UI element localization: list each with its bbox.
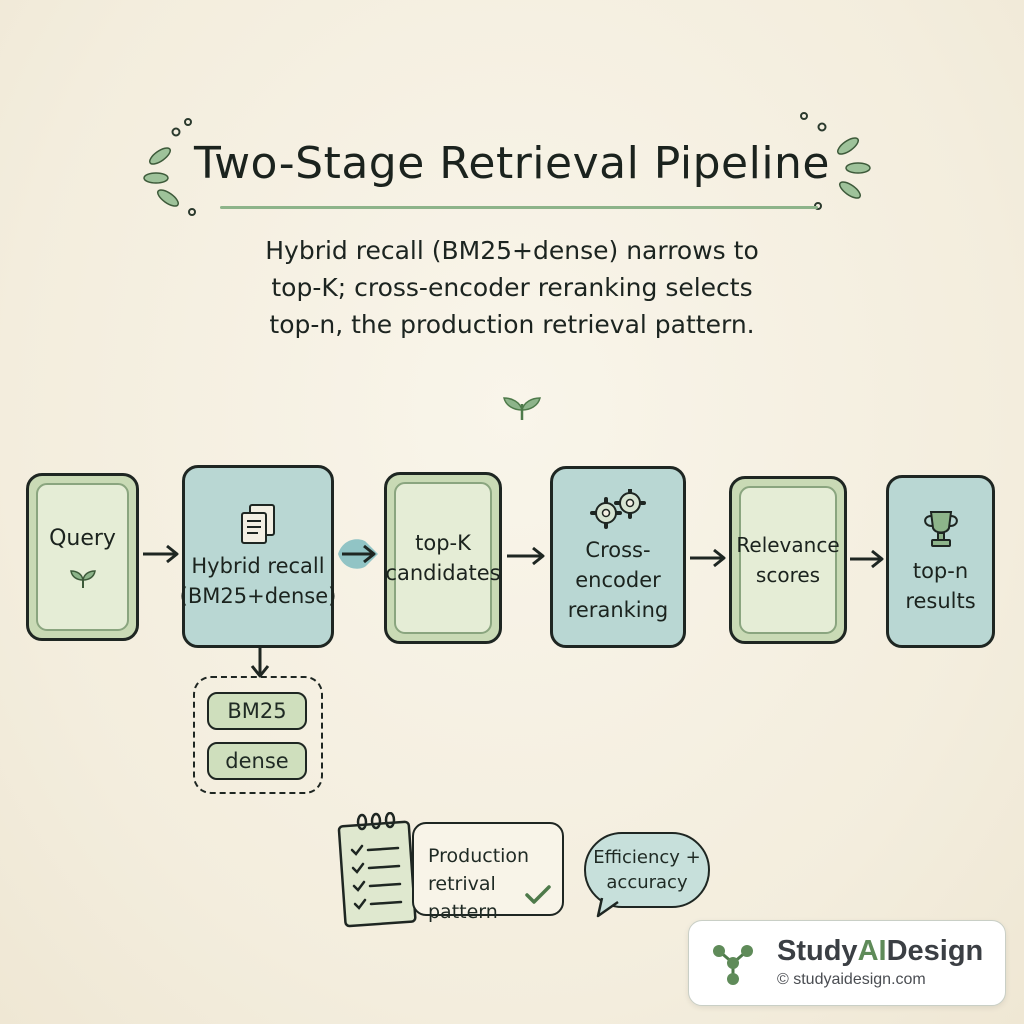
- relevance-scores-label: Relevance scores: [736, 533, 840, 587]
- top-k-label: top-K candidates: [385, 531, 501, 585]
- gears-icon: [590, 489, 646, 529]
- sprout-icon: [69, 570, 96, 588]
- relevance-scores-node: Relevance scores: [729, 476, 847, 644]
- brand-badge[interactable]: StudyAIDesign © studyaidesign.com: [688, 920, 1006, 1006]
- network-logo-icon: [713, 945, 753, 985]
- arrow-recall-down: [250, 648, 270, 678]
- query-label: Query: [49, 526, 116, 551]
- trophy-icon: [923, 510, 958, 547]
- top-n-node: top-n results: [886, 475, 995, 648]
- sub-methods-group: [193, 676, 323, 794]
- brand-url: © studyaidesign.com: [777, 971, 926, 988]
- bubble-tail: [596, 897, 619, 918]
- page-title: Two-Stage Retrieval Pipeline: [193, 138, 831, 189]
- cross-encoder-node: Cross-encoder reranking: [550, 466, 686, 648]
- cross-encoder-label: Cross-encoder reranking: [567, 538, 669, 622]
- title-underline: [220, 206, 818, 209]
- hybrid-recall-node: Hybrid recall (BM25+dense): [179, 465, 337, 648]
- document-icon: [241, 503, 275, 544]
- efficiency-bubble: Efficiency + accuracy: [584, 832, 710, 908]
- query-node: Query: [26, 473, 139, 641]
- check-icon: [525, 885, 551, 904]
- production-note-text: Production retrival pattern: [428, 845, 530, 923]
- top-k-node: top-K candidates: [384, 472, 502, 644]
- subtitle: Hybrid recall (BM25+dense) narrows to to…: [265, 236, 759, 339]
- arrow-cross-to-relevance: [690, 548, 726, 568]
- brand-name: StudyAIDesign: [777, 935, 984, 967]
- title-decoration: [143, 112, 871, 216]
- top-n-label: top-n results: [905, 558, 976, 613]
- arrow-recall-to-topk: [338, 539, 378, 569]
- dense-pill: dense: [207, 742, 307, 780]
- bm25-pill: BM25: [207, 692, 307, 730]
- hybrid-recall-label: Hybrid recall (BM25+dense): [179, 553, 337, 608]
- sprout-icon: [503, 397, 541, 421]
- production-note: Production retrival pattern: [412, 822, 564, 923]
- arrow-topk-to-cross: [507, 546, 545, 566]
- arrow-query-to-recall: [143, 544, 179, 564]
- leaf-icon: [143, 137, 871, 207]
- efficiency-bubble-text: Efficiency + accuracy: [593, 847, 701, 893]
- arrow-relevance-to-topn: [850, 549, 884, 569]
- notepad-icon: [337, 812, 417, 928]
